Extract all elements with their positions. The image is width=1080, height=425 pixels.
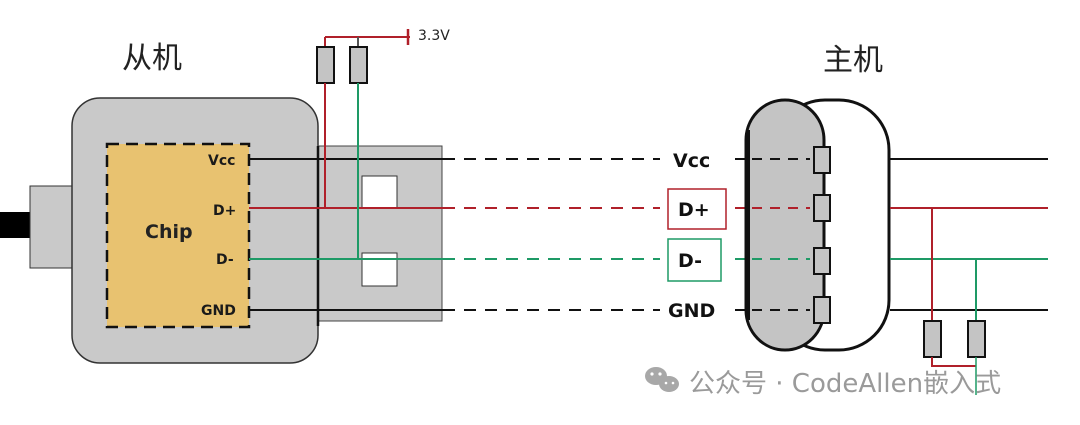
pullup-resistor-dplus — [316, 46, 335, 84]
plug-window-top — [361, 175, 398, 209]
usb-plug — [317, 145, 443, 322]
cable — [0, 212, 32, 238]
label-dminus-box — [667, 238, 722, 282]
host-contact-vcc — [813, 146, 831, 174]
label-dplus-box — [667, 188, 727, 230]
host-port-insert — [744, 98, 826, 352]
pullup-resistor-dminus — [349, 46, 368, 84]
pulldown-resistor-dplus — [923, 320, 942, 358]
host-contact-dminus — [813, 247, 831, 275]
voltage-label: 3.3V — [418, 28, 450, 44]
pulldown-resistor-dminus — [967, 320, 986, 358]
plug-window-bottom — [361, 252, 398, 287]
wechat-icon — [645, 367, 679, 392]
host-contact-dplus — [813, 194, 831, 222]
pulldown-ground-link — [931, 357, 976, 367]
cable-strain-relief — [29, 185, 75, 269]
label-dplus: D+ — [678, 199, 710, 221]
slave-title: 从机 — [122, 41, 182, 76]
chip-pin-dplus: D+ — [213, 203, 236, 219]
chip-pin-vcc: Vcc — [208, 153, 235, 169]
host-contact-gnd — [813, 296, 831, 324]
label-gnd: GND — [668, 300, 715, 322]
label-vcc: Vcc — [673, 150, 710, 172]
label-dminus: D- — [678, 250, 702, 272]
host-title: 主机 — [823, 43, 883, 78]
chip-pin-dminus: D- — [216, 252, 234, 268]
chip-pin-gnd: GND — [201, 303, 236, 319]
chip — [105, 142, 251, 329]
watermark-text: 公众号 · CodeAllen嵌入式 — [689, 369, 1001, 399]
chip-label: Chip — [145, 221, 193, 243]
